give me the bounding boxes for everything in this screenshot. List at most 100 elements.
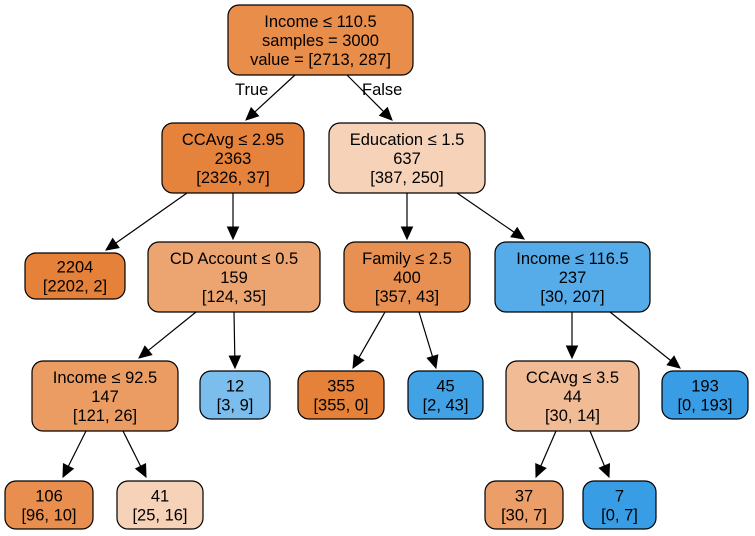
node-text-line: [30, 7] xyxy=(501,507,547,525)
edge-line xyxy=(358,311,386,358)
edge-line xyxy=(609,311,672,361)
node-text-line: [387, 250] xyxy=(370,169,443,187)
node-text-line: 37 xyxy=(515,488,533,506)
node-text-line: [30, 14] xyxy=(545,407,600,425)
node-text-line: Income ≤ 92.5 xyxy=(53,369,157,387)
edge-label-false: False xyxy=(362,81,402,99)
node-text-line: [121, 26] xyxy=(73,407,137,425)
arrowhead xyxy=(510,226,525,240)
arrowhead xyxy=(352,354,365,370)
node-text-line: Education ≤ 1.5 xyxy=(350,131,465,149)
edge-line xyxy=(115,192,188,244)
edge-n12-n13 xyxy=(565,312,579,360)
node-box xyxy=(661,370,749,420)
edge-n13-n14 xyxy=(535,430,557,479)
node-box xyxy=(582,480,657,530)
node-text-line: [96, 10] xyxy=(21,507,76,525)
node-box xyxy=(199,370,271,420)
arrowhead xyxy=(226,226,240,241)
edge-n3-n4 xyxy=(138,311,197,359)
node-text-line: 355 xyxy=(327,378,355,396)
arrowhead xyxy=(565,345,579,360)
node-text-line: [124, 35] xyxy=(202,288,266,306)
node-text-line: [357, 43] xyxy=(375,288,439,306)
edge-line xyxy=(346,74,384,112)
node-text-line: 7 xyxy=(615,488,624,506)
edge-line xyxy=(540,430,557,467)
node-text-line: Income ≤ 110.5 xyxy=(264,13,376,31)
node-box xyxy=(484,480,564,530)
arrowhead xyxy=(138,345,153,359)
node-text-line: Income ≤ 116.5 xyxy=(516,250,628,268)
node-text-line: [25, 16] xyxy=(132,507,187,525)
node-text-line: 45 xyxy=(436,378,454,396)
node-text-line: [0, 193] xyxy=(677,397,732,415)
node-text-line: [30, 207] xyxy=(540,288,604,306)
edge-n9-n10 xyxy=(352,311,386,370)
arrowhead xyxy=(378,106,393,121)
edge-line xyxy=(147,311,197,351)
tree-node-n13: CCAvg ≤ 3.544[30, 14] xyxy=(505,360,640,432)
node-text-line: Family ≤ 2.5 xyxy=(362,250,452,268)
node-text-line: 41 xyxy=(151,488,169,506)
node-box xyxy=(31,360,179,432)
node-box xyxy=(227,4,414,76)
node-box xyxy=(297,370,385,420)
node-text-line: [355, 0] xyxy=(313,397,368,415)
arrowhead xyxy=(62,463,75,479)
tree-node-n7: 12[3, 9] xyxy=(199,370,271,420)
arrowhead xyxy=(228,355,242,370)
edge-n8-n12 xyxy=(456,192,525,240)
edge-line xyxy=(67,430,87,467)
node-box xyxy=(161,122,305,194)
edge-line xyxy=(456,192,515,233)
edge-n0-n8: False xyxy=(346,74,402,121)
edge-line xyxy=(254,74,296,113)
edge-line xyxy=(589,430,605,467)
node-box xyxy=(147,241,321,313)
arrowhead xyxy=(598,463,611,479)
edge-n12-n16 xyxy=(609,311,681,369)
tree-node-n5: 106[96, 10] xyxy=(4,480,94,530)
edge-line xyxy=(233,311,236,357)
node-text-line: CCAvg ≤ 2.95 xyxy=(182,131,284,149)
edge-n1-n3 xyxy=(226,193,240,241)
node-box xyxy=(343,241,471,313)
node-text-line: [2326, 37] xyxy=(196,169,269,187)
node-text-line: 159 xyxy=(220,269,248,287)
node-text-line: CCAvg ≤ 3.5 xyxy=(526,369,619,387)
node-box xyxy=(505,360,640,432)
node-text-line: 193 xyxy=(691,378,719,396)
node-text-line: CD Account ≤ 0.5 xyxy=(170,250,298,268)
edge-line xyxy=(122,430,142,467)
tree-node-n16: 193[0, 193] xyxy=(661,370,749,420)
tree-node-n14: 37[30, 7] xyxy=(484,480,564,530)
arrowhead xyxy=(134,463,147,479)
node-text-line: 400 xyxy=(393,269,421,287)
node-text-line: 2204 xyxy=(57,259,94,277)
edge-n4-n5 xyxy=(62,430,87,479)
node-box xyxy=(407,370,484,420)
node-text-line: 2363 xyxy=(215,150,252,168)
tree-node-n15: 7[0, 7] xyxy=(582,480,657,530)
edge-n0-n1: True xyxy=(235,74,296,121)
edge-n1-n2 xyxy=(105,192,188,251)
edge-n9-n11 xyxy=(418,311,439,370)
node-text-line: [3, 9] xyxy=(217,397,254,415)
arrowhead xyxy=(666,355,681,369)
edges-layer: True False xyxy=(62,74,681,479)
arrowhead xyxy=(400,226,414,241)
tree-node-n2: 2204[2202, 2] xyxy=(24,252,126,300)
edge-n8-n9 xyxy=(400,193,414,241)
edge-n4-n6 xyxy=(122,430,147,479)
node-text-line: [2202, 2] xyxy=(43,278,107,296)
tree-node-n10: 355[355, 0] xyxy=(297,370,385,420)
tree-node-n11: 45[2, 43] xyxy=(407,370,484,420)
edge-n13-n15 xyxy=(589,430,611,479)
